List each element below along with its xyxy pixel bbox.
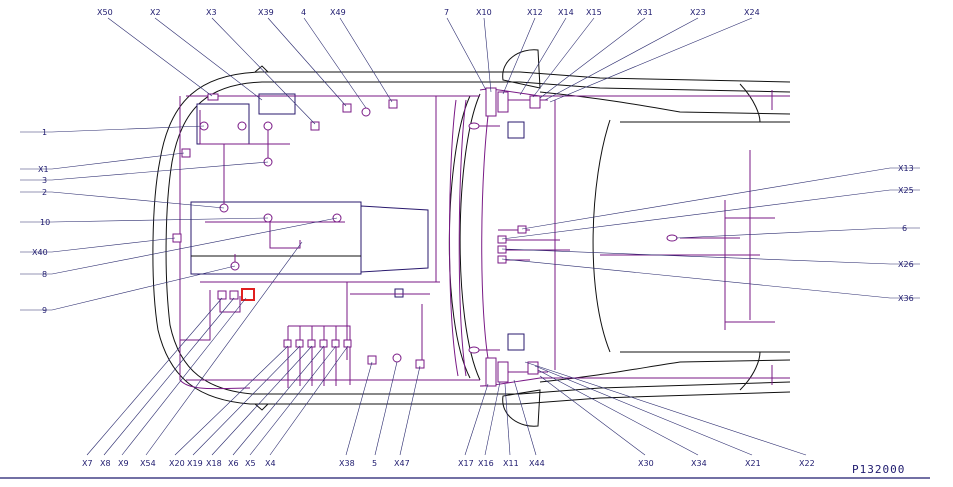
connector-x50 <box>207 93 219 101</box>
label-x20: X20 <box>169 459 185 468</box>
connector-x13 <box>517 225 527 234</box>
label-x26: X26 <box>898 260 914 269</box>
label-10: 10 <box>40 218 50 227</box>
connector-x12 <box>497 91 509 113</box>
label-x2: X2 <box>150 8 161 17</box>
label-8: 8 <box>42 270 47 279</box>
label-2: 2 <box>42 188 47 197</box>
label-x30: X30 <box>638 459 654 468</box>
connector-x47 <box>415 359 425 369</box>
sensor-6 <box>666 234 678 242</box>
label-x15: X15 <box>586 8 602 17</box>
label-1: 1 <box>42 128 47 137</box>
label-x44: X44 <box>529 459 545 468</box>
connector-x3 <box>310 121 320 131</box>
connector-x7 <box>217 290 227 300</box>
left-labels: 1 X1 3 2 10 X40 8 9 <box>32 128 50 315</box>
label-x4: X4 <box>265 459 276 468</box>
connector-x9-highlighted <box>241 288 255 301</box>
label-x9: X9 <box>118 459 129 468</box>
right-labels: X13 X25 6 X26 X36 <box>898 164 914 303</box>
label-x7: X7 <box>82 459 93 468</box>
ground-point <box>394 288 404 298</box>
label-x5: X5 <box>245 459 256 468</box>
label-x17: X17 <box>458 459 474 468</box>
label-x31: X31 <box>637 8 653 17</box>
label-x50: X50 <box>97 8 113 17</box>
body-ecu-lower <box>507 333 525 351</box>
connector-x6 <box>319 339 328 348</box>
label-x10: X10 <box>476 8 492 17</box>
label-x8: X8 <box>100 459 111 468</box>
connector-x39 <box>342 103 352 113</box>
label-x54: X54 <box>140 459 156 468</box>
connector-x25 <box>497 235 507 244</box>
connector-x31 <box>529 95 541 109</box>
connector-x26 <box>497 245 507 254</box>
connector-x30 <box>527 361 539 375</box>
label-x3: X3 <box>206 8 217 17</box>
label-x36: X36 <box>898 294 914 303</box>
engine-block <box>190 201 362 275</box>
connector-x8 <box>229 290 239 300</box>
label-5: 5 <box>372 459 377 468</box>
gearbox <box>360 205 429 273</box>
label-x21: X21 <box>745 459 761 468</box>
label-x6: X6 <box>228 459 239 468</box>
label-x39: X39 <box>258 8 274 17</box>
wiring-harness <box>179 88 790 390</box>
connector-x19 <box>295 339 304 348</box>
sensor-4 <box>361 107 371 117</box>
connectors <box>172 87 678 387</box>
label-4: 4 <box>301 8 306 17</box>
body-ecu-upper <box>507 121 525 139</box>
bottom-labels: X7 X8 X9 X54 X20 X19 X18 X6 X5 X4 X38 5 … <box>82 459 815 468</box>
label-3: 3 <box>42 176 47 185</box>
label-x12: X12 <box>527 8 543 17</box>
label-x38: X38 <box>339 459 355 468</box>
relay-box <box>258 93 296 115</box>
label-x22: X22 <box>799 459 815 468</box>
label-x19: X19 <box>187 459 203 468</box>
label-6: 6 <box>902 224 907 233</box>
label-x49: X49 <box>330 8 346 17</box>
connector-x18 <box>307 339 316 348</box>
label-9: 9 <box>42 306 47 315</box>
label-x34: X34 <box>691 459 707 468</box>
connector-x17 <box>485 357 497 387</box>
connector-x20 <box>283 339 292 348</box>
connector-x16 <box>497 361 509 383</box>
label-x24: X24 <box>744 8 760 17</box>
top-labels: X50 X2 X3 X39 4 X49 7 X10 X12 X14 X15 X3… <box>97 8 760 17</box>
connector-x49 <box>388 99 398 109</box>
label-x13: X13 <box>898 164 914 173</box>
sensor-1c <box>263 121 273 131</box>
vehicle-body-outline <box>152 49 791 427</box>
engine-bay-components <box>190 93 525 351</box>
connector-x5 <box>331 339 340 348</box>
label-x18: X18 <box>206 459 222 468</box>
label-x1: X1 <box>38 165 49 174</box>
sensor-1b <box>237 121 247 131</box>
leader-lines <box>20 17 920 456</box>
connector-x4 <box>343 339 352 348</box>
label-x23: X23 <box>690 8 706 17</box>
label-x25: X25 <box>898 186 914 195</box>
sensor-5 <box>392 353 402 363</box>
label-x11: X11 <box>503 459 519 468</box>
label-7: 7 <box>444 8 449 17</box>
label-x16: X16 <box>478 459 494 468</box>
reference-code: P132000 <box>852 463 905 476</box>
lamp-front-lower <box>468 346 480 354</box>
label-x40: X40 <box>32 248 48 257</box>
connector-x38 <box>367 355 377 365</box>
label-x47: X47 <box>394 459 410 468</box>
connector-x10 <box>485 87 497 117</box>
label-x14: X14 <box>558 8 574 17</box>
lamp-front-upper <box>468 122 480 130</box>
